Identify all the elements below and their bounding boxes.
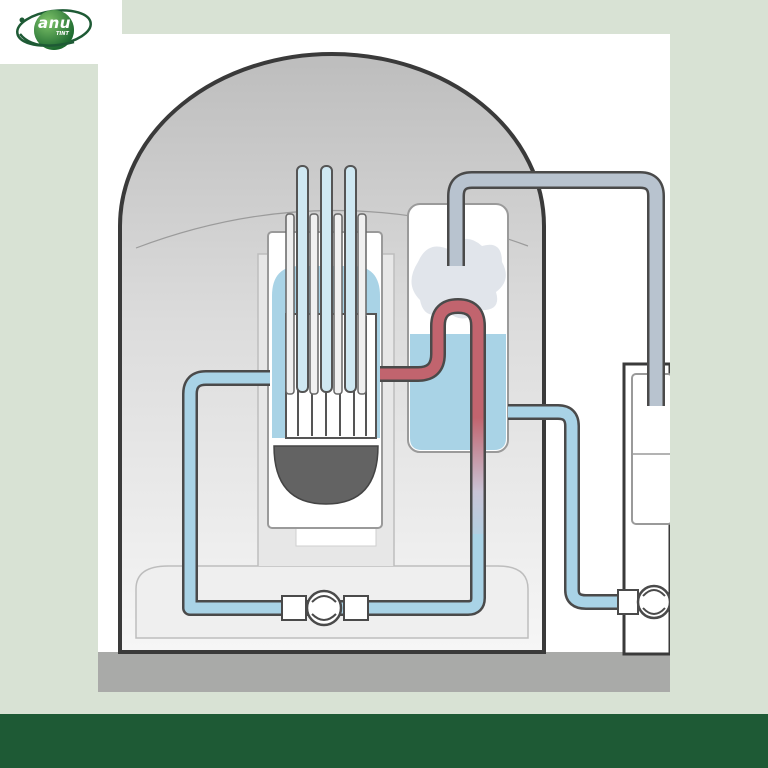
- logo-text: anu: [38, 14, 71, 32]
- footer-band: [0, 714, 768, 768]
- feedwater-line: [508, 404, 670, 610]
- feedwater-pump: [617, 584, 672, 620]
- reactor-diagram: [98, 34, 673, 692]
- logo-subtext: TINT: [56, 31, 69, 37]
- ground: [98, 652, 670, 692]
- control-rods: [285, 165, 367, 395]
- logo-panel: anu TINT: [0, 0, 122, 64]
- reactor-diagram-svg: [98, 52, 673, 692]
- reactor-coolant-pump: [281, 589, 369, 627]
- primary-hot-leg: [380, 298, 486, 554]
- logo-icon: [16, 9, 92, 50]
- primary-cold-leg: [182, 370, 486, 616]
- steam-line: [447, 171, 665, 406]
- reactor-vessel: [267, 165, 383, 529]
